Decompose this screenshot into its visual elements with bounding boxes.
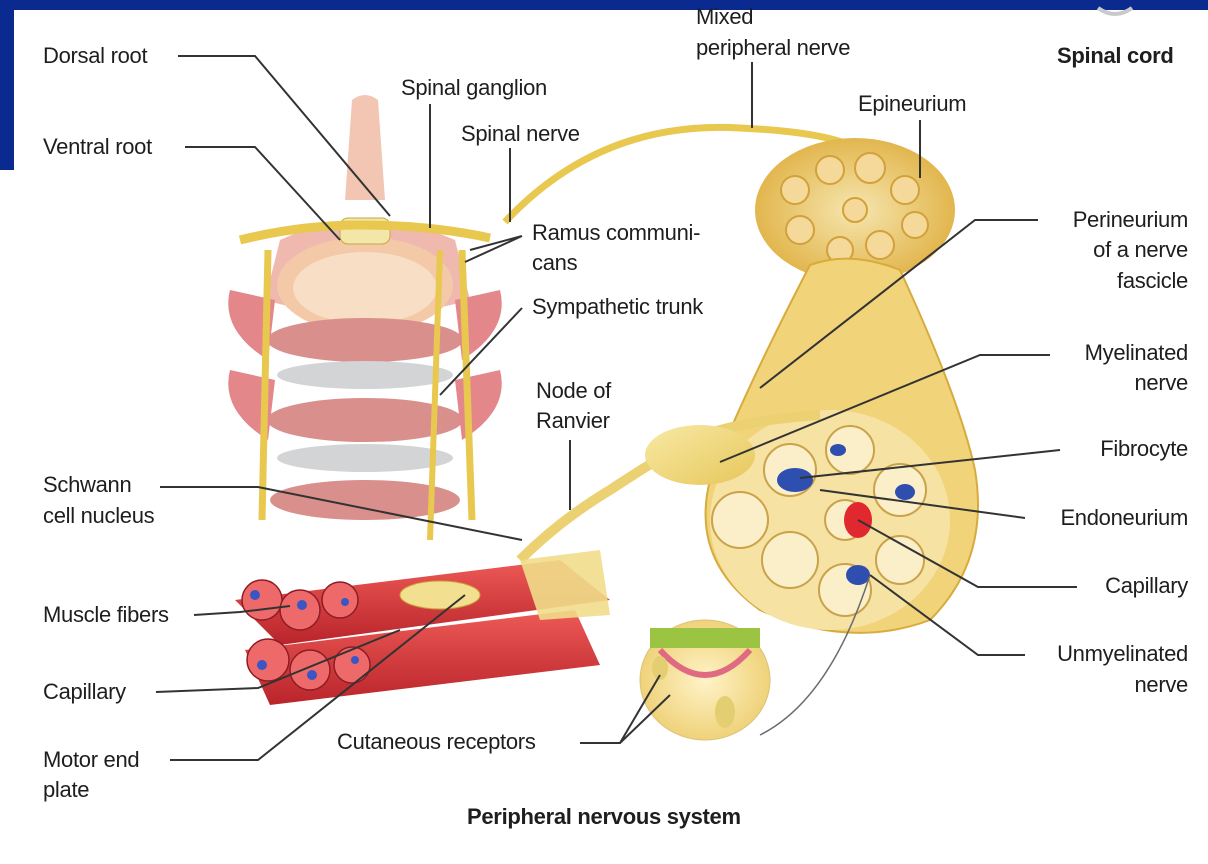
label-spinal-ganglion: Spinal ganglion xyxy=(401,73,547,103)
label-node-ranvier-line2: Ranvier xyxy=(536,406,610,436)
label-dorsal-root: Dorsal root xyxy=(43,41,147,71)
label-node-ranvier-line1: Node of xyxy=(536,376,611,406)
label-ramus-line1: Ramus communi- xyxy=(532,218,700,248)
spinal-cord-thumbnail xyxy=(1098,8,1132,14)
label-ventral-root: Ventral root xyxy=(43,132,152,162)
label-unmyelinated-line2: nerve xyxy=(1134,670,1188,700)
label-schwann-line2: cell nucleus xyxy=(43,501,154,531)
label-capillary-right: Capillary xyxy=(1105,571,1188,601)
label-endoneurium: Endoneurium xyxy=(1060,503,1188,533)
label-unmyelinated-line1: Unmyelinated xyxy=(1057,639,1188,669)
label-cutaneous-receptors: Cutaneous receptors xyxy=(337,727,536,757)
label-sympathetic-trunk: Sympathetic trunk xyxy=(532,292,703,322)
label-motor-end-plate-line1: Motor end xyxy=(43,745,139,775)
label-fibrocyte: Fibrocyte xyxy=(1100,434,1188,464)
label-ramus-line2: cans xyxy=(532,248,577,278)
label-mixed-nerve-line2: peripheral nerve xyxy=(696,33,850,63)
label-capillary-left: Capillary xyxy=(43,677,126,707)
figure-caption: Peripheral nervous system xyxy=(467,802,741,832)
cutaneous-receptor-drawing xyxy=(640,620,770,740)
label-mixed-nerve-line1: Mixed xyxy=(696,2,753,32)
label-spinal-cord: Spinal cord xyxy=(1057,41,1174,71)
label-perineurium-line3: fascicle xyxy=(1117,266,1188,296)
muscle-bundle xyxy=(235,550,610,705)
label-perineurium-line1: Perineurium xyxy=(1073,205,1188,235)
label-motor-end-plate-line2: plate xyxy=(43,775,89,805)
label-spinal-nerve: Spinal nerve xyxy=(461,119,580,149)
label-muscle-fibers: Muscle fibers xyxy=(43,600,169,630)
label-perineurium-line2: of a nerve xyxy=(1093,235,1188,265)
label-myelinated-line2: nerve xyxy=(1134,368,1188,398)
label-schwann-line1: Schwann xyxy=(43,470,131,500)
label-epineurium: Epineurium xyxy=(858,89,966,119)
label-myelinated-line1: Myelinated xyxy=(1085,338,1188,368)
